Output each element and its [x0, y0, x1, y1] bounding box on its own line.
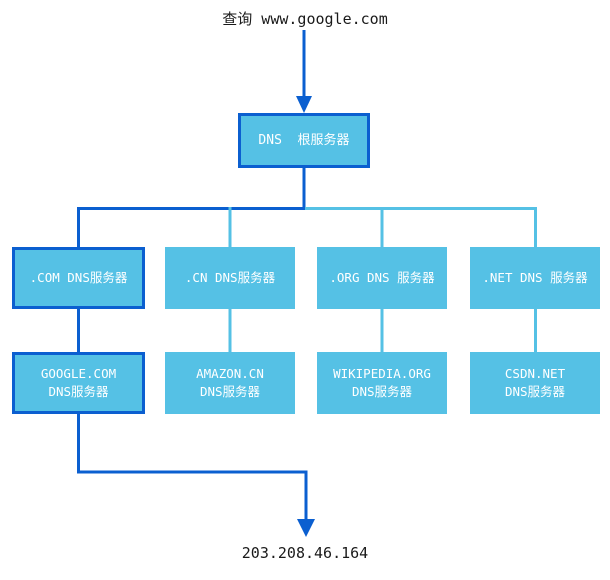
node-google-line1: GOOGLE.COM — [40, 366, 117, 381]
query-label: 查询 www.google.com — [222, 10, 388, 28]
node-dns-root-server[interactable]: DNS 根服务器 — [238, 113, 370, 168]
node-google-com-dns-server[interactable]: GOOGLE.COM DNS服务器 — [12, 352, 145, 414]
node-com-label: .COM DNS服务器 — [29, 270, 128, 285]
node-net-label: .NET DNS 服务器 — [482, 270, 588, 285]
node-wikipedia-org-dns-server[interactable]: WIKIPEDIA.ORG DNS服务器 — [317, 352, 447, 414]
node-csdn-line1: CSDN.NET — [504, 366, 566, 381]
node-com-dns-server[interactable]: .COM DNS服务器 — [12, 247, 145, 309]
node-org-dns-server[interactable]: .ORG DNS 服务器 — [317, 247, 447, 309]
node-net-dns-server[interactable]: .NET DNS 服务器 — [470, 247, 600, 309]
node-wikipedia-line2: DNS服务器 — [351, 384, 413, 399]
node-cn-label: .CN DNS服务器 — [184, 270, 276, 285]
query-arrow-head — [296, 96, 312, 113]
node-amazon-cn-dns-server[interactable]: AMAZON.CN DNS服务器 — [165, 352, 295, 414]
node-wikipedia-line1: WIKIPEDIA.ORG — [333, 366, 431, 381]
node-amazon-line1: AMAZON.CN — [196, 366, 264, 381]
node-org-label: .ORG DNS 服务器 — [329, 270, 435, 285]
node-cn-dns-server[interactable]: .CN DNS服务器 — [165, 247, 295, 309]
resolved-ip-label: 203.208.46.164 — [241, 544, 369, 562]
node-root-label: DNS 根服务器 — [258, 132, 350, 148]
node-csdn-line2: DNS服务器 — [504, 384, 566, 399]
node-csdn-net-dns-server[interactable]: CSDN.NET DNS服务器 — [470, 352, 600, 414]
node-amazon-line2: DNS服务器 — [199, 384, 261, 399]
node-google-line2: DNS服务器 — [48, 384, 109, 399]
answer-path-line — [77, 414, 308, 528]
answer-arrow-head — [297, 519, 315, 537]
